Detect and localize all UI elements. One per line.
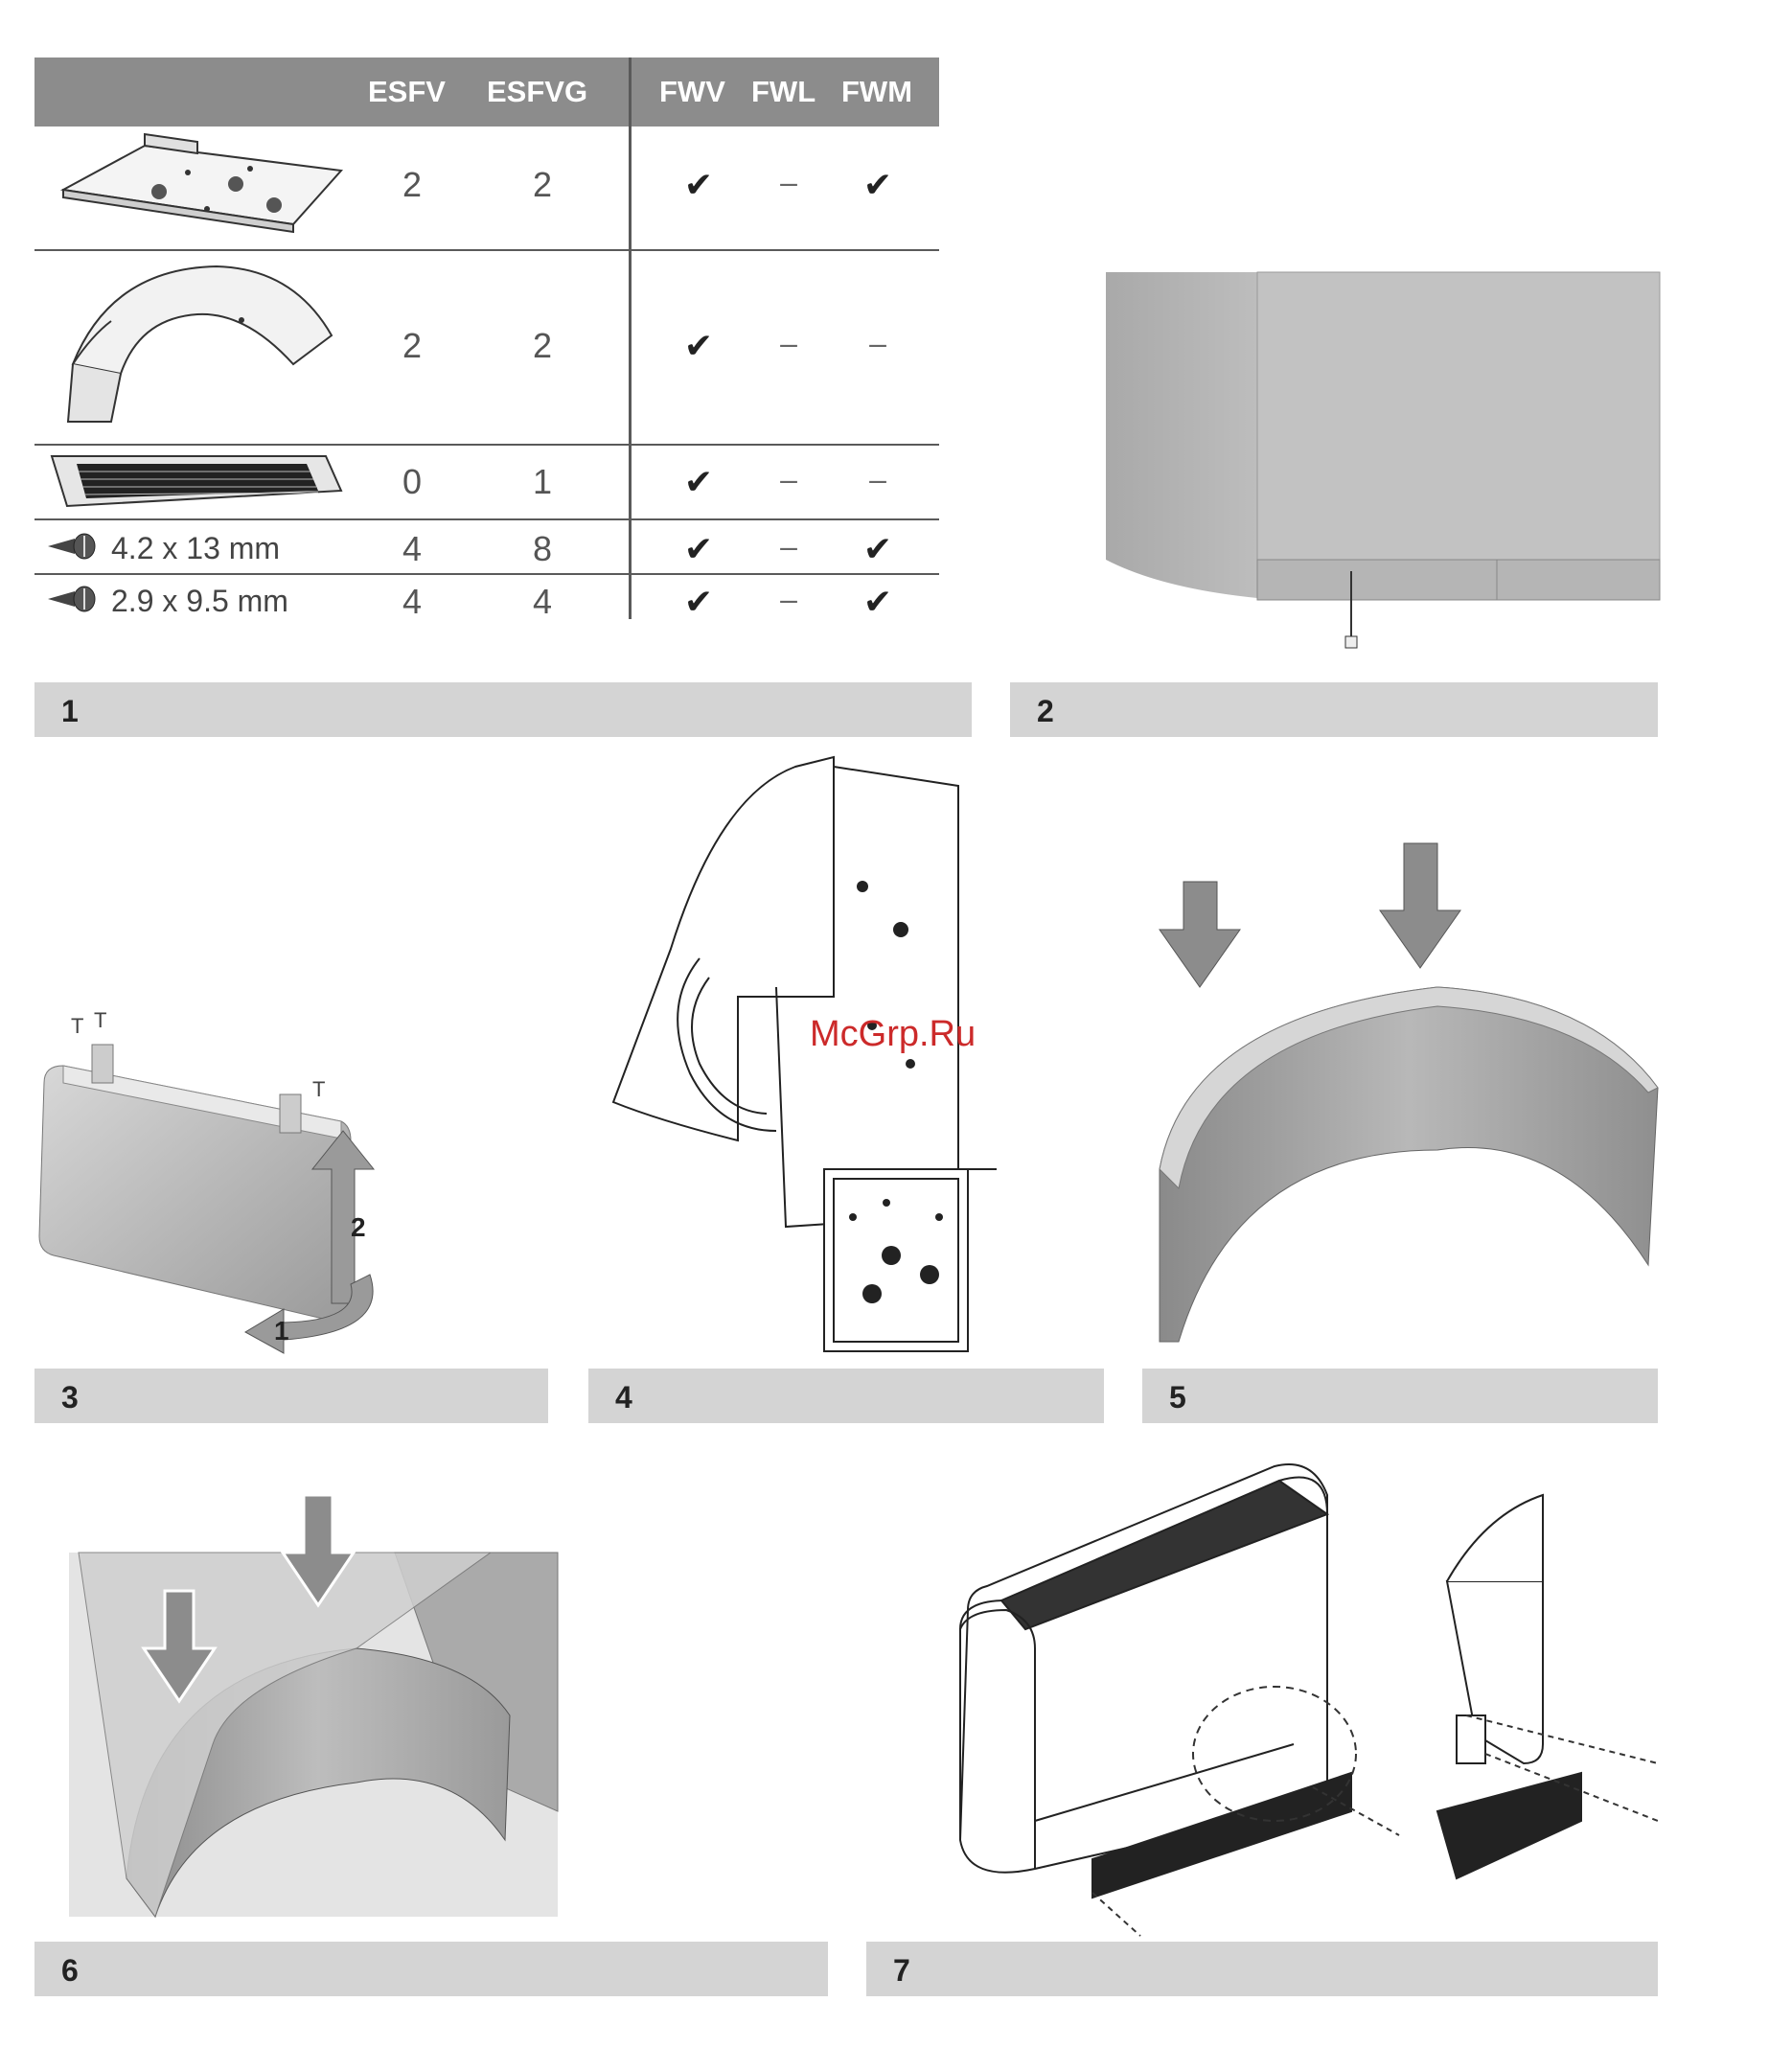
svg-text:T: T bbox=[71, 1014, 83, 1038]
figure-6-illustration bbox=[69, 1495, 567, 1917]
svg-text:T: T bbox=[94, 1008, 106, 1032]
row0-fwm: ✔ bbox=[849, 165, 907, 205]
row3-esfvg: 8 bbox=[504, 529, 581, 569]
caption-bar: 6 bbox=[34, 1942, 828, 1996]
svg-text:T: T bbox=[312, 1077, 325, 1101]
row0-esfvg: 2 bbox=[504, 165, 581, 205]
figure-2-illustration bbox=[1104, 272, 1660, 656]
row2-fwm: – bbox=[849, 462, 907, 497]
column-divider bbox=[629, 58, 632, 619]
row3-esfv: 4 bbox=[374, 529, 450, 569]
row4-label: 2.9 x 9.5 mm bbox=[111, 584, 288, 619]
row0-esfv: 2 bbox=[374, 165, 450, 205]
row1-esfv: 2 bbox=[374, 326, 450, 366]
caption-bar: 4 bbox=[588, 1369, 1104, 1423]
row-divider bbox=[34, 573, 939, 575]
figure-3-illustration: T T T 2 1 bbox=[34, 1016, 399, 1361]
row-divider bbox=[34, 249, 939, 251]
header-esfvg: ESFVG bbox=[487, 75, 587, 109]
row1-esfvg: 2 bbox=[504, 326, 581, 366]
row3-fwm: ✔ bbox=[849, 529, 907, 569]
caption-bar: 1 bbox=[34, 682, 972, 737]
figure-number: 1 bbox=[61, 694, 79, 729]
row4-fwv: ✔ bbox=[670, 582, 727, 622]
row0-fwv: ✔ bbox=[670, 165, 727, 205]
figure-number: 4 bbox=[615, 1380, 632, 1415]
row-divider bbox=[34, 444, 939, 446]
figure-number: 2 bbox=[1037, 694, 1054, 729]
row3-label: 4.2 x 13 mm bbox=[111, 531, 280, 566]
row1-fwl: – bbox=[760, 326, 817, 361]
figure-4-illustration bbox=[604, 757, 1006, 1370]
caption-bar: 2 bbox=[1010, 682, 1658, 737]
watermark: McGrp.Ru bbox=[810, 1014, 976, 1055]
row1-fwm: – bbox=[849, 326, 907, 361]
row2-esfv: 0 bbox=[374, 462, 450, 502]
figure-5-illustration bbox=[1150, 843, 1667, 1361]
step-1-label: 1 bbox=[274, 1316, 289, 1346]
figure-7-illustration bbox=[949, 1457, 1677, 1955]
caption-bar: 3 bbox=[34, 1369, 548, 1423]
screw-icon bbox=[46, 584, 100, 614]
row4-esfvg: 4 bbox=[504, 582, 581, 622]
header-fwv: FWV bbox=[659, 75, 725, 109]
row4-esfv: 4 bbox=[374, 582, 450, 622]
figure-number: 5 bbox=[1169, 1380, 1186, 1415]
figure-number: 7 bbox=[893, 1953, 910, 1989]
row3-fwv: ✔ bbox=[670, 529, 727, 569]
row3-fwl: – bbox=[760, 529, 817, 564]
step-2-label: 2 bbox=[351, 1212, 366, 1242]
row2-fwv: ✔ bbox=[670, 462, 727, 502]
header-fwl: FWL bbox=[751, 75, 816, 109]
row2-esfvg: 1 bbox=[504, 462, 581, 502]
mounting-plate-icon bbox=[54, 134, 360, 240]
screw-icon bbox=[46, 531, 100, 562]
header-esfv: ESFV bbox=[368, 75, 446, 109]
figure-number: 6 bbox=[61, 1953, 79, 1989]
row0-fwl: – bbox=[760, 165, 817, 200]
row2-fwl: – bbox=[760, 462, 817, 497]
row-divider bbox=[34, 518, 939, 520]
row4-fwm: ✔ bbox=[849, 582, 907, 622]
caption-bar: 7 bbox=[866, 1942, 1658, 1996]
caption-bar: 5 bbox=[1142, 1369, 1658, 1423]
header-fwm: FWM bbox=[841, 75, 912, 109]
row4-fwl: – bbox=[760, 582, 817, 617]
row1-fwv: ✔ bbox=[670, 326, 727, 366]
grille-icon bbox=[48, 452, 345, 510]
curved-panel-icon bbox=[54, 259, 360, 431]
figure-number: 3 bbox=[61, 1380, 79, 1415]
